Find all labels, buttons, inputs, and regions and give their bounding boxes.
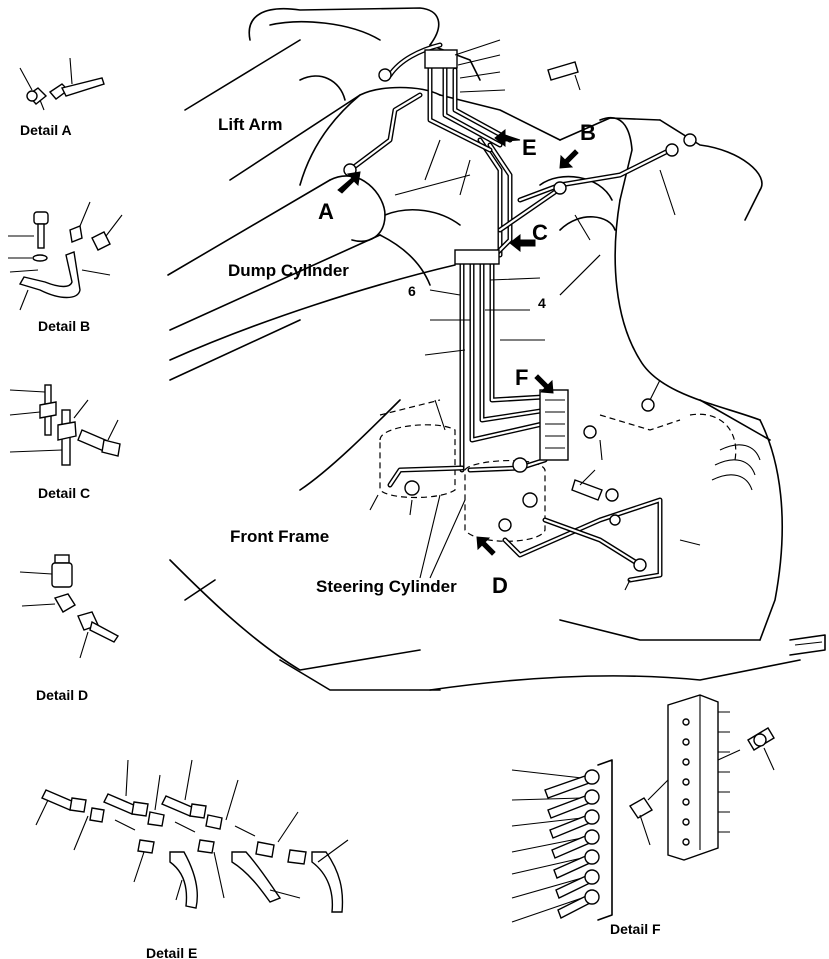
callout-number-6: 6 [408, 283, 416, 299]
view-marker-d: D [492, 573, 508, 598]
right-side-structure [429, 116, 826, 691]
view-marker-f: F [515, 365, 528, 390]
detail-e-title: Detail E [146, 945, 197, 959]
detail-d-title: Detail D [36, 687, 88, 703]
view-marker-e: E [522, 135, 537, 160]
steering-cylinder-label: Steering Cylinder [316, 577, 457, 596]
detail-b-title: Detail B [38, 318, 90, 334]
leader-lines [369, 39, 701, 591]
fittings [343, 49, 697, 572]
steering-cylinder-leader [419, 494, 466, 579]
detail-c-title: Detail C [38, 485, 90, 501]
detail-d-drawing [19, 554, 120, 659]
view-arrows [337, 128, 579, 556]
detail-f-title: Detail F [610, 921, 661, 937]
lift-arm [184, 7, 561, 186]
detail-a-title: Detail A [20, 122, 72, 138]
view-marker-b: B [580, 120, 596, 145]
hydraulic-pipes [347, 42, 673, 583]
front-frame-label: Front Frame [230, 527, 329, 546]
detail-e-drawing [35, 759, 349, 913]
detail-b-drawing [8, 201, 123, 311]
detail-a-drawing [19, 57, 105, 111]
front-frame [169, 264, 456, 691]
detail-f-drawing [511, 694, 775, 923]
view-marker-c: C [532, 220, 548, 245]
lift-arm-label: Lift Arm [218, 115, 283, 134]
callout-number-4: 4 [538, 295, 546, 311]
view-marker-a: A [318, 199, 334, 224]
dump-cylinder-label: Dump Cylinder [228, 261, 349, 280]
detail-c-drawing [9, 384, 121, 466]
